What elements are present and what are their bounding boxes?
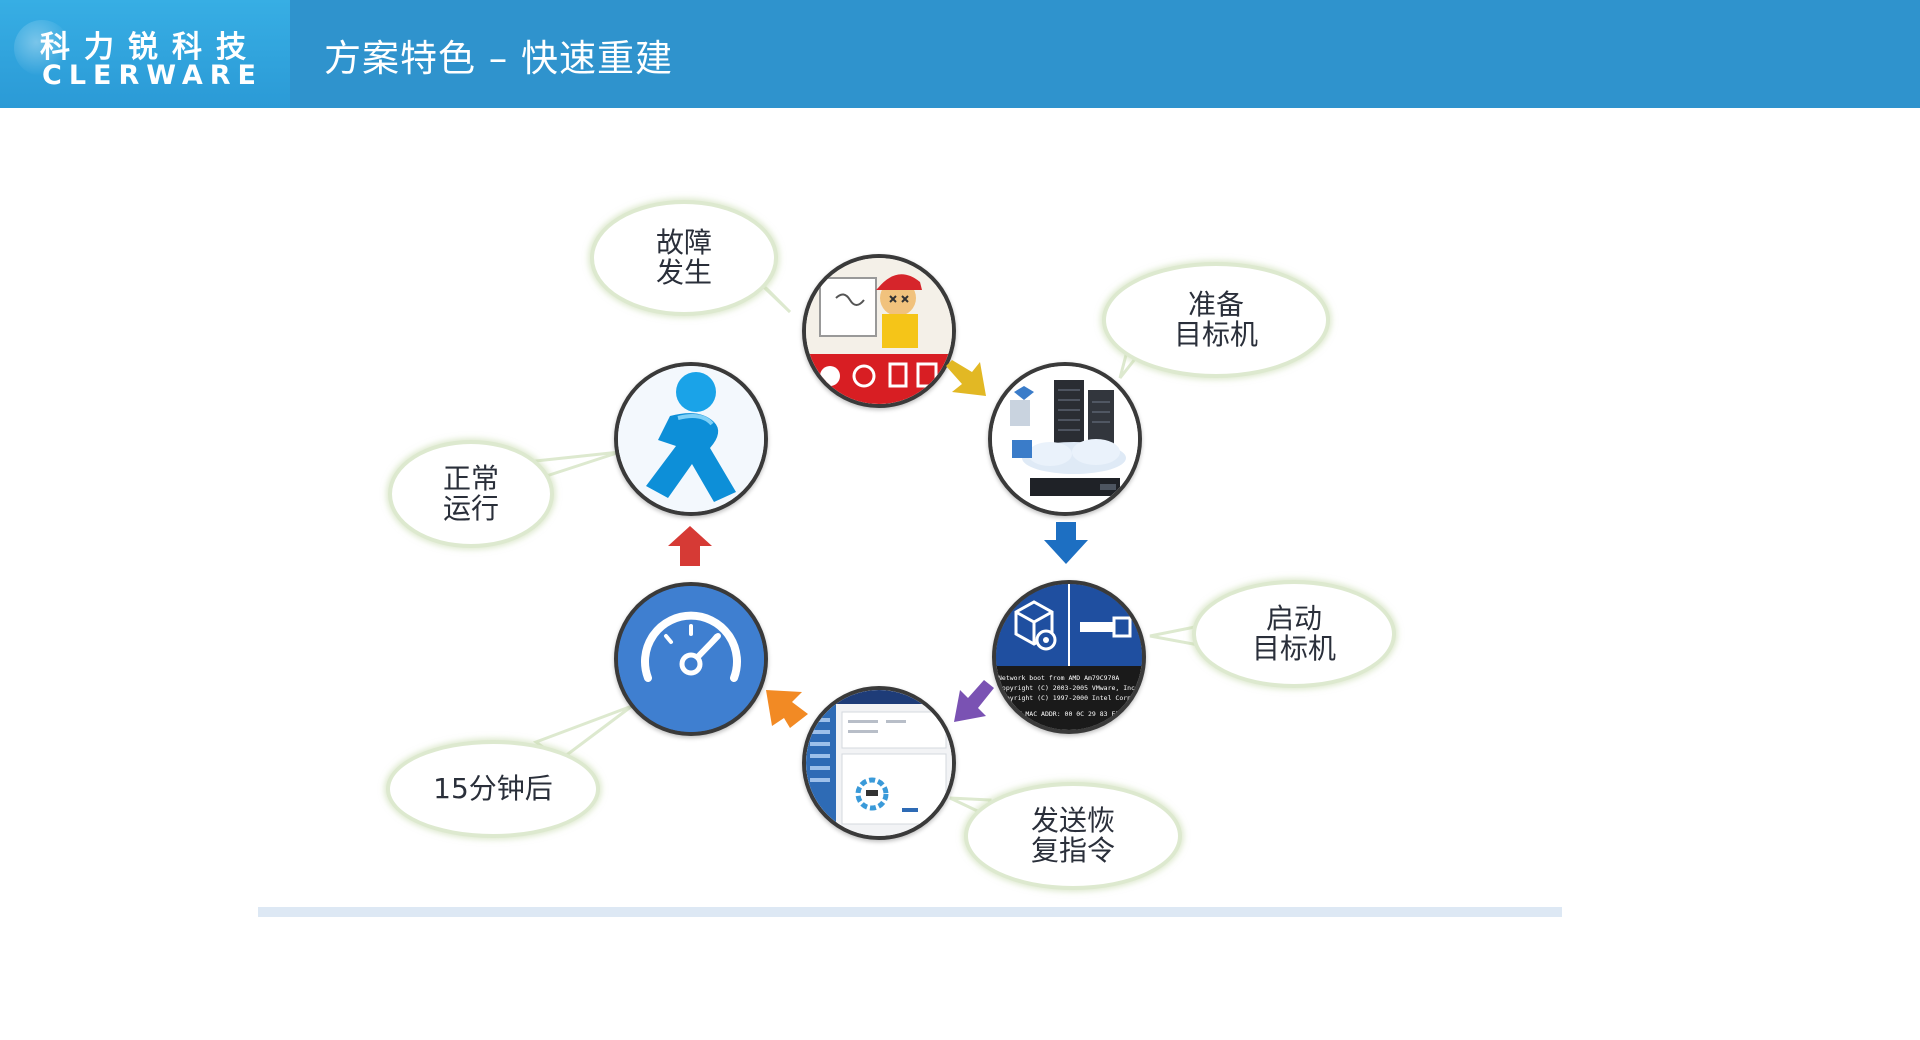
arrow-purple-icon	[954, 680, 994, 722]
speedometer-icon	[614, 582, 768, 736]
footer-divider	[258, 907, 1562, 917]
logo-chinese-name: 科力锐科技	[40, 30, 260, 65]
arrow-blue-icon	[1044, 522, 1088, 564]
console-screen-icon	[802, 686, 956, 840]
bubble-prepare-target: 准备 目标机	[1102, 262, 1330, 378]
logo-orb-icon	[14, 20, 70, 76]
bubble-label: 故障 发生	[655, 226, 712, 289]
bubble-label: 15分钟后	[433, 772, 553, 805]
logo-english-name: CLERWARE	[42, 60, 263, 91]
bubble-label: 启动 目标机	[1251, 602, 1336, 665]
bubble-normal-run: 正常 运行	[388, 440, 554, 548]
running-person-icon	[614, 362, 768, 516]
bubble-failure: 故障 发生	[590, 200, 778, 316]
bubble-label: 准备 目标机	[1173, 288, 1258, 351]
boot-line-4: CLIENT MAC ADDR: 00 0C 29 83 E3	[998, 710, 1119, 718]
failure-screen-icon	[802, 254, 956, 408]
boot-line-1: Network boot from AMD Am79C970A	[998, 674, 1119, 682]
network-boot-icon: Network boot from AMD Am79C970A Copyrigh…	[992, 580, 1146, 734]
bubble-label: 正常 运行	[442, 462, 499, 525]
logo: 科力锐科技 CLERWARE	[0, 0, 290, 108]
arrow-orange-icon	[766, 690, 808, 728]
bubble-send-restore: 发送恢 复指令	[964, 782, 1182, 890]
page-title: 方案特色 – 快速重建	[324, 37, 674, 80]
arrow-red-icon	[668, 526, 712, 566]
bubble-label: 发送恢 复指令	[1030, 804, 1115, 867]
bubble-start-target: 启动 目标机	[1192, 580, 1396, 688]
arrow-yellow-icon	[946, 360, 986, 396]
boot-line-3: Copyright (C) 1997-2000 Intel Corp.	[998, 694, 1135, 702]
boot-line-2: Copyright (C) 2003-2005 VMware, Inc.	[998, 684, 1139, 692]
header-bar: 科力锐科技 CLERWARE 方案特色 – 快速重建	[0, 0, 1920, 108]
server-rack-icon	[988, 362, 1142, 516]
bubble-15-minutes: 15分钟后	[386, 740, 600, 838]
